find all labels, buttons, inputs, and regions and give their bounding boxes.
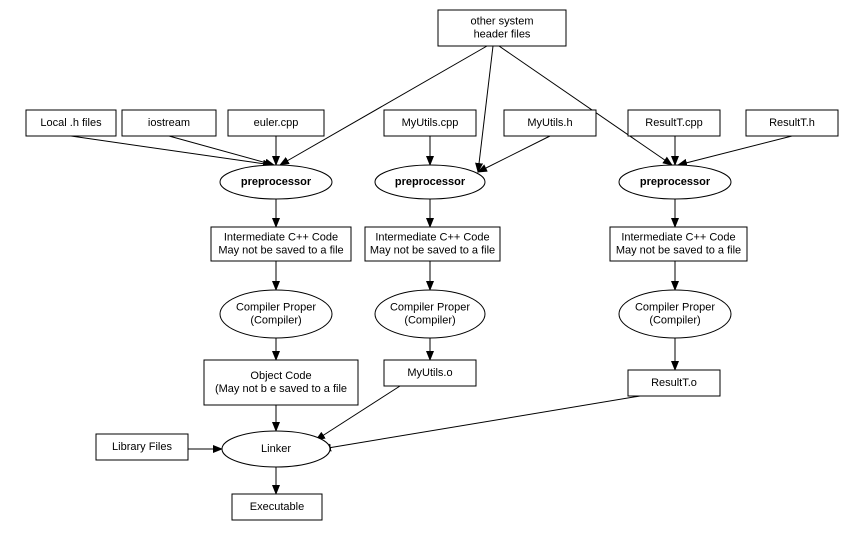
node-library: Library Files <box>95 433 189 461</box>
node-label: Library Files <box>112 441 172 453</box>
node-label: MyUtils.o <box>407 367 452 379</box>
node-box <box>627 109 721 137</box>
node-box <box>227 109 325 137</box>
node-label: euler.cpp <box>254 117 299 129</box>
node-label: Compiler Proper <box>236 302 316 314</box>
node-executable: Executable <box>231 493 323 521</box>
node-label: preprocessor <box>640 176 711 188</box>
node-label: ResultT.cpp <box>645 117 702 129</box>
node-label: Linker <box>261 443 291 455</box>
node-label: (Compiler) <box>649 315 700 327</box>
node-label: ResultT.h <box>769 117 815 129</box>
node-ellipse <box>618 164 732 200</box>
node-ellipse <box>374 289 486 339</box>
node-ellipse <box>221 430 331 468</box>
node-label: Compiler Proper <box>390 302 470 314</box>
edge-other-headers-to-pre2 <box>475 45 494 173</box>
node-box <box>231 493 323 521</box>
node-label: Intermediate C++ Code <box>224 232 338 244</box>
node-iostream: iostream <box>121 109 217 137</box>
node-box <box>627 369 721 397</box>
node-myutils-cpp: MyUtils.cpp <box>383 109 477 137</box>
edge-other-headers-to-pre1 <box>279 45 488 166</box>
edge-obj2-to-linker <box>315 385 401 441</box>
node-label: Local .h files <box>40 117 102 129</box>
node-resultt-cpp: ResultT.cpp <box>627 109 721 137</box>
node-box <box>121 109 217 137</box>
node-label: (Compiler) <box>404 315 455 327</box>
node-linker: Linker <box>221 430 331 468</box>
node-ellipse <box>618 289 732 339</box>
node-label: iostream <box>148 117 190 129</box>
node-label: preprocessor <box>395 176 466 188</box>
node-label: (Compiler) <box>250 315 301 327</box>
node-label: Intermediate C++ Code <box>375 232 489 244</box>
node-label: Object Code <box>250 370 311 382</box>
node-box <box>503 109 597 137</box>
node-pre1: preprocessor <box>219 164 333 200</box>
node-label: Executable <box>250 501 304 513</box>
node-box <box>203 359 359 406</box>
node-box <box>25 109 117 137</box>
node-label: header files <box>474 29 531 41</box>
node-obj3: ResultT.o <box>627 369 721 397</box>
node-label: Compiler Proper <box>635 302 715 314</box>
node-obj2: MyUtils.o <box>383 359 477 387</box>
node-comp3: Compiler Proper(Compiler) <box>618 289 732 339</box>
node-box <box>95 433 189 461</box>
edge-obj3-to-linker <box>321 395 641 452</box>
node-box <box>609 226 748 262</box>
node-comp2: Compiler Proper(Compiler) <box>374 289 486 339</box>
node-box <box>745 109 839 137</box>
node-pre3: preprocessor <box>618 164 732 200</box>
edge-iostream-to-pre1 <box>168 135 275 167</box>
edge-myutils-h-to-pre2 <box>477 135 551 173</box>
node-box <box>383 359 477 387</box>
node-box <box>364 226 501 262</box>
node-pre2: preprocessor <box>374 164 486 200</box>
edge-other-headers-to-pre3 <box>498 45 673 166</box>
node-myutils-h: MyUtils.h <box>503 109 597 137</box>
node-label: MyUtils.cpp <box>402 117 459 129</box>
node-label: May not be saved to a file <box>218 245 343 257</box>
node-box <box>383 109 477 137</box>
edge-local-h-to-pre1 <box>70 135 273 168</box>
node-local-h: Local .h files <box>25 109 117 137</box>
node-label: May not be saved to a file <box>616 245 741 257</box>
node-label: ResultT.o <box>651 377 697 389</box>
edge-resultt-h-to-pre3 <box>677 135 793 167</box>
node-ellipse <box>219 289 333 339</box>
node-label: preprocessor <box>241 176 312 188</box>
node-box <box>437 9 567 47</box>
node-ellipse <box>219 164 333 200</box>
node-label: May not be saved to a file <box>370 245 495 257</box>
node-resultt-h: ResultT.h <box>745 109 839 137</box>
node-label: Intermediate C++ Code <box>621 232 735 244</box>
node-label: other system <box>471 16 534 28</box>
node-box <box>210 226 352 262</box>
node-comp1: Compiler Proper(Compiler) <box>219 289 333 339</box>
node-label: MyUtils.h <box>527 117 572 129</box>
node-euler-cpp: euler.cpp <box>227 109 325 137</box>
edges-layer <box>70 45 793 495</box>
node-label: (May not b e saved to a file <box>215 383 347 395</box>
node-ellipse <box>374 164 486 200</box>
node-obj1: Object Code(May not b e saved to a file <box>203 359 359 406</box>
